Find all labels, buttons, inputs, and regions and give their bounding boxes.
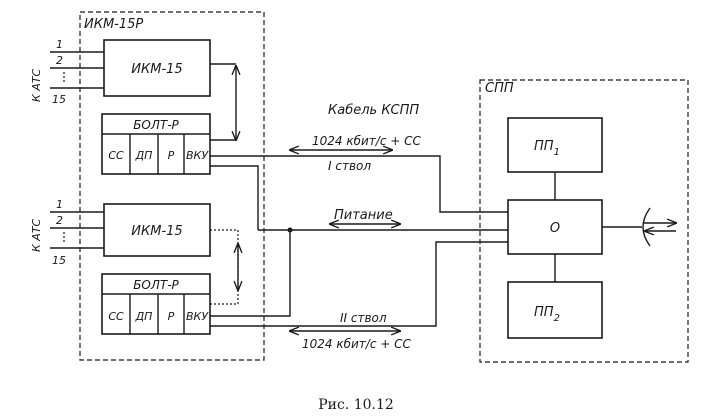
o-label: О bbox=[550, 221, 560, 236]
cable-label: Кабель КСПП bbox=[328, 103, 419, 118]
rate-bottom-label: 1024 кбит/с + СС bbox=[302, 337, 411, 351]
lower-line-15-label: 15 bbox=[52, 254, 66, 267]
upper-cell-dp: ДП bbox=[135, 149, 153, 162]
ikm15r-label: ИКМ-15Р bbox=[84, 17, 143, 32]
upper-line-15-label: 15 bbox=[52, 93, 66, 106]
lower-cell-vku: ВКУ bbox=[186, 310, 209, 323]
pp2-block bbox=[507, 281, 603, 339]
trunk-2-line bbox=[210, 241, 508, 327]
upper-ikm15-block bbox=[103, 39, 211, 97]
upper-line-2-label: 2 bbox=[56, 54, 63, 67]
lower-ikm15-label: ИКМ-15 bbox=[131, 224, 182, 239]
pp1-subscript: 1 bbox=[554, 147, 560, 158]
ikm15r-frame bbox=[79, 11, 265, 361]
spp-frame bbox=[479, 79, 689, 363]
svg-text:ПП2: ПП2 bbox=[534, 305, 560, 324]
lower-bolt-label: БОЛТ-Р bbox=[133, 278, 179, 292]
svg-text:ПП1: ПП1 bbox=[534, 139, 560, 158]
lower-cell-dp: ДП bbox=[135, 310, 153, 323]
trunk-1-label: I ствол bbox=[328, 159, 371, 173]
spp-label: СПП bbox=[485, 81, 514, 96]
lower-ikm-bolt-link bbox=[210, 229, 239, 305]
power-label: Питание bbox=[334, 208, 393, 223]
trunk-2-label: II ствол bbox=[340, 311, 387, 325]
upper-cell-vku: ВКУ bbox=[186, 149, 209, 162]
lower-line-2-label: 2 bbox=[56, 214, 63, 227]
upper-cell-r: Р bbox=[168, 149, 175, 162]
figure-caption: Рис. 10.12 bbox=[318, 397, 394, 413]
lower-cell-r: Р bbox=[168, 310, 175, 323]
upper-ikm15-label: ИКМ-15 bbox=[131, 62, 182, 77]
upper-cell-ss: СС bbox=[108, 149, 124, 162]
lower-line-1-label: 1 bbox=[56, 198, 63, 211]
upper-to-ats-label: К АТС bbox=[30, 68, 43, 102]
pp1-block bbox=[507, 117, 603, 173]
upper-line-1-label: 1 bbox=[56, 38, 63, 51]
pp2-label: ПП bbox=[534, 305, 554, 320]
pp1-label: ПП bbox=[534, 139, 554, 154]
rate-top-label: 1024 кбит/с + СС bbox=[312, 134, 421, 148]
lower-cell-ss: СС bbox=[108, 310, 124, 323]
upper-bolt-block bbox=[101, 113, 211, 175]
lower-to-ats-label: К АТС bbox=[30, 218, 43, 252]
pp2-subscript: 2 bbox=[554, 313, 560, 324]
trunk-1-line bbox=[210, 155, 508, 213]
upper-bolt-label: БОЛТ-Р bbox=[133, 118, 179, 132]
antenna-icon bbox=[642, 207, 651, 247]
